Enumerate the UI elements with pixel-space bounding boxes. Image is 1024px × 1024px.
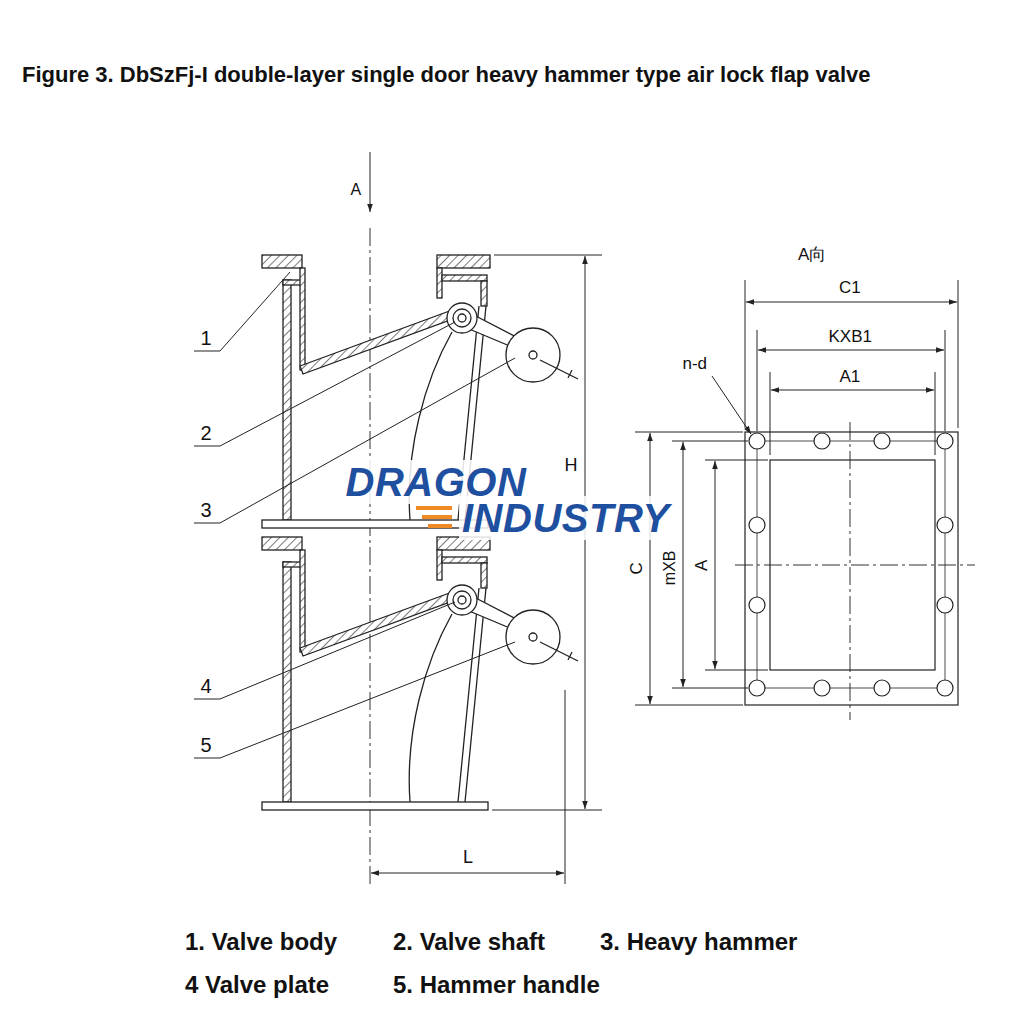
dimension-label: A1 (838, 368, 863, 387)
flange-view (745, 432, 958, 705)
legend-item: 1. Valve body (185, 929, 337, 955)
valve-stage (262, 537, 578, 810)
callout-number: 2 (201, 422, 212, 444)
view-label: A向 (798, 246, 826, 265)
callout-number: 4 (201, 675, 212, 697)
dimension-label: H (563, 456, 580, 476)
dimension-label: KXB1 (827, 328, 874, 347)
legend-item: 4 Valve plate (185, 972, 329, 998)
callout-number: 1 (201, 327, 212, 349)
dimension-label: mXB (660, 548, 678, 587)
callout-number: 3 (201, 499, 212, 521)
dimension-label: C1 (837, 279, 863, 298)
dimension-label: C (628, 560, 647, 576)
watermark-accent (416, 506, 452, 528)
dimension-label: L (461, 848, 475, 868)
watermark: INDUSTRY (459, 496, 673, 540)
flange-dimensions (635, 280, 958, 705)
legend-item: 5. Hammer handle (393, 972, 600, 998)
hole-spec-label: n-d (681, 355, 710, 374)
dimension-label: A (693, 557, 712, 572)
view-arrow-label: A (351, 181, 362, 199)
callout-number: 5 (201, 734, 212, 756)
figure-title: Figure 3. DbSzFj-I double-layer single d… (22, 63, 870, 87)
valve-stage (262, 255, 578, 528)
legend-item: 3. Heavy hammer (600, 929, 797, 955)
legend-item: 2. Valve shaft (393, 929, 545, 955)
